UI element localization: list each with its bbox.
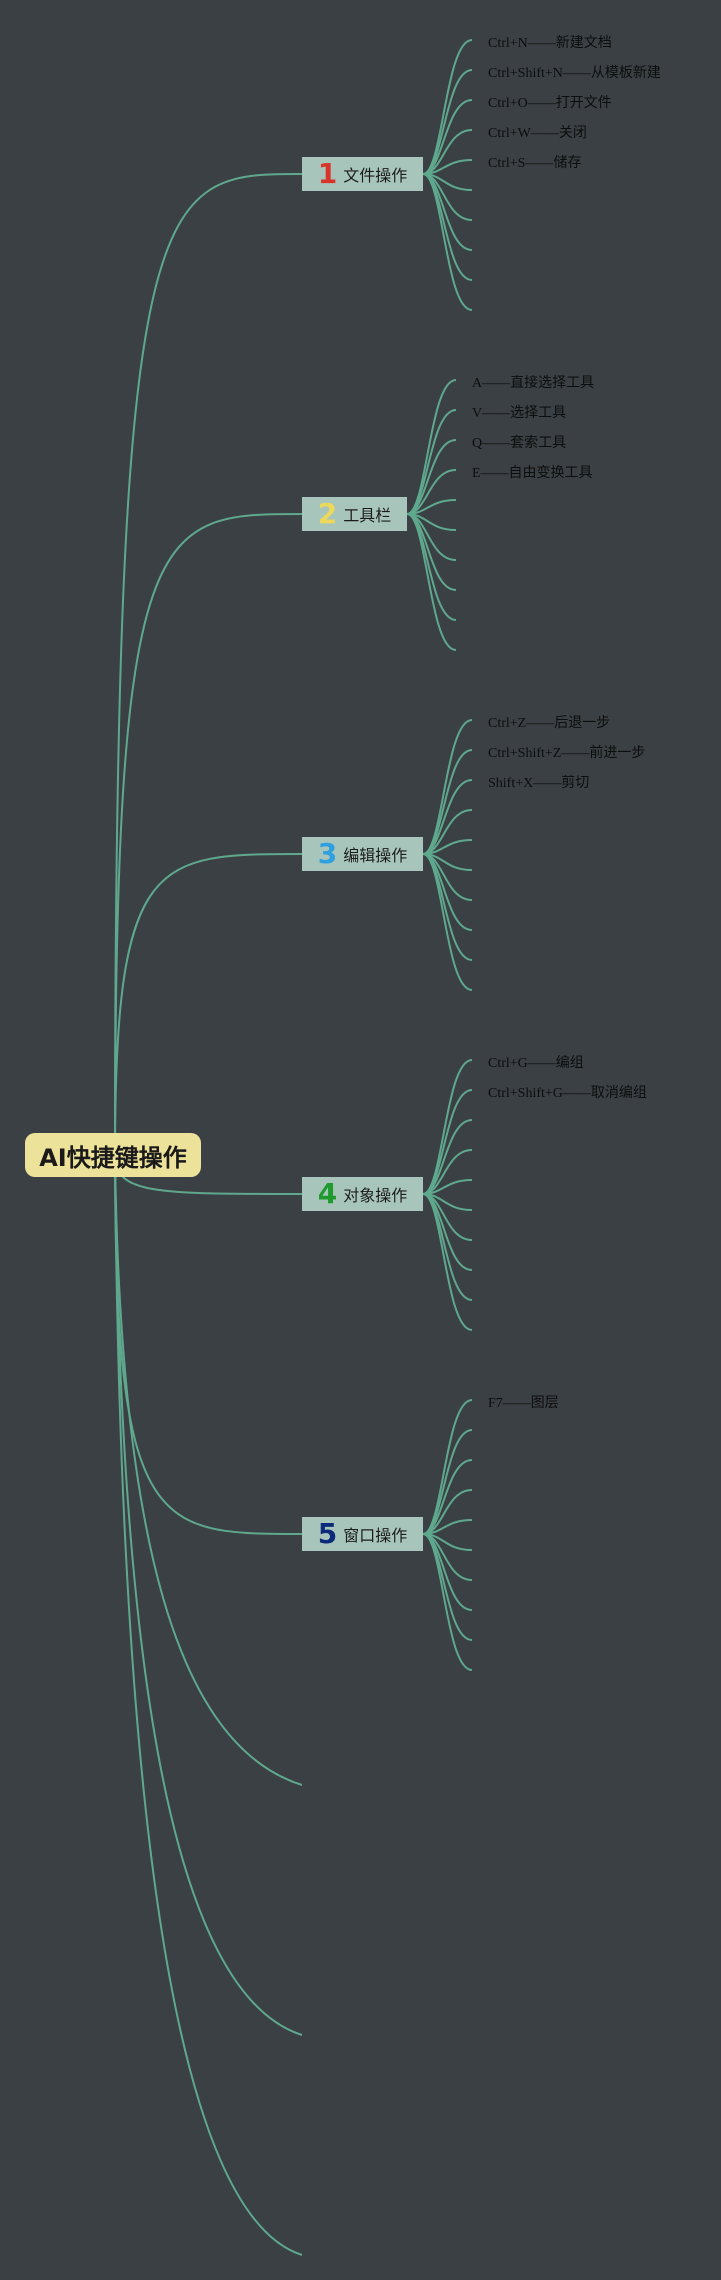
branch-number: 1 — [317, 157, 338, 190]
connector-root-empty — [114, 1154, 303, 2256]
connector-branch-leaf — [406, 513, 457, 651]
connector-branch-leaf — [422, 1119, 473, 1195]
connector-branch-leaf — [422, 1193, 473, 1331]
connector-branch-leaf — [422, 749, 473, 855]
connector-branch-leaf — [422, 1059, 473, 1195]
connector-branch-leaf — [422, 1429, 473, 1535]
leaf-item[interactable]: Ctrl+O——打开文件 — [488, 96, 612, 111]
branch-window-operations[interactable]: 5 窗口操作 — [302, 1517, 423, 1551]
leaf-item[interactable]: V——选择工具 — [472, 406, 567, 421]
connector-branch-leaf — [422, 1399, 473, 1535]
branch-number: 4 — [317, 1177, 338, 1210]
connector-branch-leaf — [422, 1459, 473, 1535]
leaf-item[interactable]: Ctrl+Shift+Z——前进一步 — [488, 746, 646, 761]
leaf-item[interactable]: Ctrl+Z——后退一步 — [488, 716, 611, 731]
connector-branch-leaf — [422, 69, 473, 175]
leaf-item[interactable]: Ctrl+G——编组 — [488, 1056, 584, 1071]
connector-root-empty — [114, 1154, 303, 1786]
leaf-item[interactable]: Ctrl+Shift+G——取消编组 — [488, 1086, 647, 1101]
branch-file-operations[interactable]: 1 文件操作 — [302, 157, 423, 191]
leaf-item[interactable]: Ctrl+S——储存 — [488, 156, 582, 171]
connector-branch-leaf — [422, 173, 473, 311]
connector-branch-leaf — [422, 99, 473, 175]
branch-number: 3 — [317, 837, 338, 870]
branch-edit-operations[interactable]: 3 编辑操作 — [302, 837, 423, 871]
branch-label: 编辑操作 — [343, 846, 408, 865]
branch-label: 对象操作 — [343, 1186, 408, 1205]
branch-object-operations[interactable]: 4 对象操作 — [302, 1177, 423, 1211]
branch-label: 工具栏 — [343, 506, 392, 525]
root-node[interactable]: AI快捷键操作 — [25, 1133, 201, 1177]
connector-root-branch — [114, 1154, 303, 1535]
connector-branch-leaf — [422, 1089, 473, 1195]
branch-number: 5 — [317, 1517, 338, 1550]
leaf-item[interactable]: Ctrl+N——新建文档 — [488, 36, 612, 51]
connector-root-branch — [114, 513, 303, 1156]
connector-root-branch — [114, 853, 303, 1156]
connector-root-branch — [114, 173, 303, 1156]
branch-label: 窗口操作 — [343, 1526, 408, 1545]
connector-branch-leaf — [422, 779, 473, 855]
leaf-item[interactable]: Shift+X——剪切 — [488, 776, 590, 791]
branch-toolbar[interactable]: 2 工具栏 — [302, 497, 407, 531]
connector-root-empty — [114, 1154, 303, 2036]
leaf-item[interactable]: Ctrl+Shift+N——从模板新建 — [488, 66, 661, 81]
leaf-item[interactable]: E——自由变换工具 — [472, 466, 593, 481]
branch-label: 文件操作 — [343, 166, 408, 185]
connector-branch-leaf — [422, 1533, 473, 1671]
connector-branch-leaf — [406, 439, 457, 515]
connector-branch-leaf — [422, 39, 473, 175]
connector-branch-leaf — [422, 719, 473, 855]
connector-branch-leaf — [422, 853, 473, 991]
connector-branch-leaf — [406, 379, 457, 515]
branch-number: 2 — [317, 497, 338, 530]
leaf-item[interactable]: F7——图层 — [488, 1396, 559, 1411]
root-title: AI快捷键操作 — [39, 1143, 187, 1172]
leaf-item[interactable]: Q——套索工具 — [472, 436, 567, 451]
leaf-item[interactable]: A——直接选择工具 — [472, 376, 595, 391]
leaf-item[interactable]: Ctrl+W——关闭 — [488, 126, 587, 141]
connector-branch-leaf — [406, 409, 457, 515]
